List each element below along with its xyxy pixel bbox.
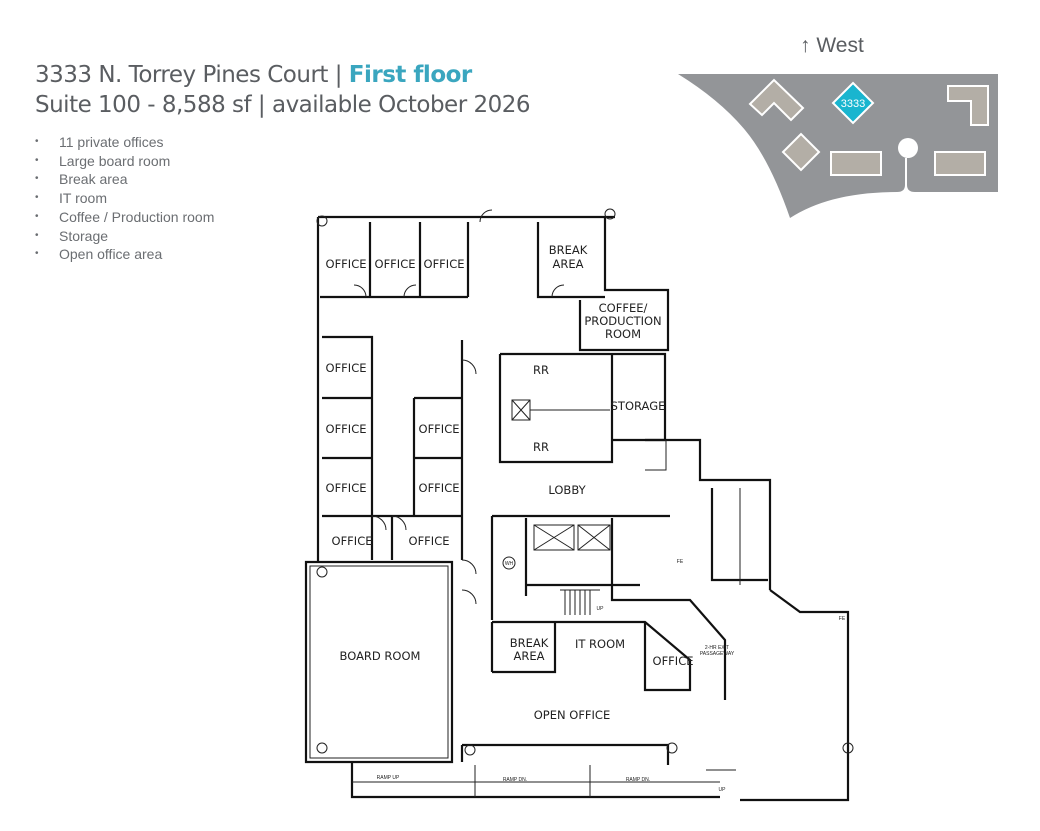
note-ramp-up: RAMP UP: [377, 775, 400, 781]
room-restroom: RR: [533, 363, 549, 377]
site-building: [748, 78, 805, 122]
room-board-room: BOARD ROOM: [340, 649, 421, 663]
feature-item: IT room: [35, 189, 214, 208]
feature-item: Large board room: [35, 152, 214, 171]
room-office: OFFICE: [419, 422, 460, 436]
site-cul-de-sac: [898, 138, 918, 158]
feature-item: Storage: [35, 227, 214, 246]
water-heater-icon: [502, 556, 516, 570]
feature-item: Break area: [35, 170, 214, 189]
arrow-up-icon: ↑: [800, 34, 811, 57]
note-exit: 2-HR EXIT: [705, 645, 729, 651]
room-office: OFFICE: [326, 361, 367, 375]
room-open-office: OPEN OFFICE: [534, 708, 610, 722]
room-lobby: LOBBY: [548, 483, 586, 497]
room-office: OFFICE: [326, 257, 367, 271]
room-break-area: AREA: [553, 257, 584, 271]
feature-item: Open office area: [35, 245, 214, 264]
room-labels: OFFICE OFFICE OFFICE BREAK AREA COFFEE/ …: [326, 243, 694, 722]
room-break-area: BREAK: [549, 243, 588, 257]
room-office: OFFICE: [419, 481, 460, 495]
title-floor: First floor: [348, 62, 472, 88]
note-water-heater: WH: [505, 561, 514, 567]
room-office: OFFICE: [326, 481, 367, 495]
note-up: UP: [719, 787, 727, 793]
subtitle: Suite 100 - 8,588 sf | available October…: [35, 92, 531, 118]
room-it-room: IT ROOM: [575, 637, 625, 651]
feature-item: 11 private offices: [35, 133, 214, 152]
feature-list: 11 private offices Large board room Brea…: [35, 133, 214, 264]
note-ramp-down: RAMP DN.: [503, 777, 527, 783]
room-coffee: COFFEE/: [599, 301, 648, 315]
room-office: OFFICE: [326, 422, 367, 436]
room-office: OFFICE: [424, 257, 465, 271]
highlighted-building: [831, 81, 875, 125]
highlighted-building-label: 3333: [841, 98, 865, 110]
orientation-label: West: [816, 34, 864, 57]
room-break-area: AREA: [514, 649, 545, 663]
room-storage: STORAGE: [611, 399, 666, 413]
note-exit: PASSAGEWAY: [700, 651, 735, 657]
site-map: 3333: [678, 74, 998, 218]
site-building: [781, 132, 821, 172]
note-up: UP: [597, 606, 605, 612]
page-title: 3333 N. Torrey Pines Court | First floor…: [35, 60, 531, 120]
room-office: OFFICE: [375, 257, 416, 271]
site-building: [947, 85, 989, 126]
title-address: 3333 N. Torrey Pines Court |: [35, 62, 349, 88]
room-restroom: RR: [533, 440, 549, 454]
site-building: [934, 151, 986, 176]
room-coffee: PRODUCTION: [584, 314, 661, 328]
note-ramp-down: RAMP DN.: [626, 777, 650, 783]
plan-notes: RAMP UP RAMP DN. RAMP DN. UP UP 2-HR EXI…: [377, 556, 846, 793]
room-office: OFFICE: [409, 534, 450, 548]
orientation-indicator: ↑ West: [800, 34, 864, 58]
room-office: OFFICE: [332, 534, 373, 548]
room-break-area: BREAK: [510, 636, 549, 650]
note-fire-extinguisher: FE: [677, 559, 684, 565]
room-coffee: ROOM: [605, 327, 641, 341]
room-office: OFFICE: [653, 654, 694, 668]
site-building: [830, 151, 882, 176]
walls: [304, 208, 854, 802]
note-fire-extinguisher: FE: [839, 616, 846, 622]
feature-item: Coffee / Production room: [35, 208, 214, 227]
